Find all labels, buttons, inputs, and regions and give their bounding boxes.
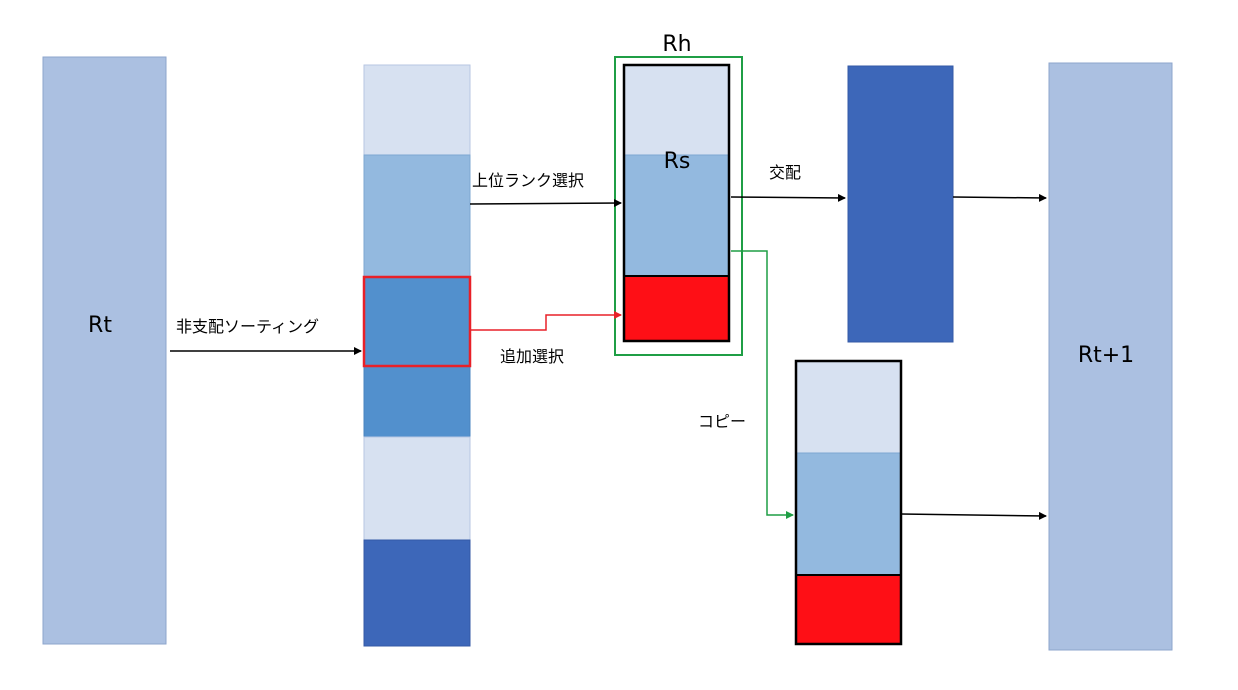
copy-block-mid	[796, 453, 901, 575]
rs-block-mid	[624, 155, 729, 276]
rt-plus-1-label: Rt+1	[1078, 343, 1134, 368]
rank-block-5	[363, 539, 471, 647]
copy-block-light	[796, 361, 901, 453]
rt-label: Rt	[88, 313, 112, 338]
sorted-ranks-column	[362, 64, 472, 647]
copy-block-red	[796, 575, 901, 644]
rt-plus-1-population-box	[1048, 62, 1173, 651]
additional-selection-label: 追加選択	[500, 347, 564, 366]
rank-block-1	[363, 64, 471, 156]
rs-outline	[622, 63, 731, 343]
crossover-offspring-box	[847, 65, 954, 343]
crossover-label: 交配	[769, 163, 801, 182]
partial-front-highlight	[362, 275, 472, 368]
rs-column: Rs	[622, 63, 731, 343]
sorting-label: 非支配ソーティング	[176, 317, 319, 336]
rank-block-4	[363, 436, 471, 541]
offspring-to-next-arrow	[952, 193, 1047, 202]
copy-column	[794, 359, 903, 646]
top-rank-selection-label: 上位ランク選択	[472, 171, 584, 190]
additional-selection-arrow	[470, 311, 622, 331]
rank-block-3	[363, 276, 471, 438]
rt-population-box	[42, 56, 167, 645]
crossover-arrow	[730, 193, 846, 202]
copy-arrow	[731, 250, 794, 519]
copy-outline	[794, 359, 903, 646]
rank-block-2	[363, 154, 471, 278]
rh-label: Rh	[662, 32, 691, 57]
rs-block-red	[624, 276, 729, 341]
copy-to-next-arrow	[900, 511, 1047, 520]
top-rank-selection-arrow	[469, 199, 622, 208]
rs-label: Rs	[664, 149, 691, 174]
copy-label: コピー	[698, 412, 746, 431]
rs-block-light	[624, 65, 729, 155]
